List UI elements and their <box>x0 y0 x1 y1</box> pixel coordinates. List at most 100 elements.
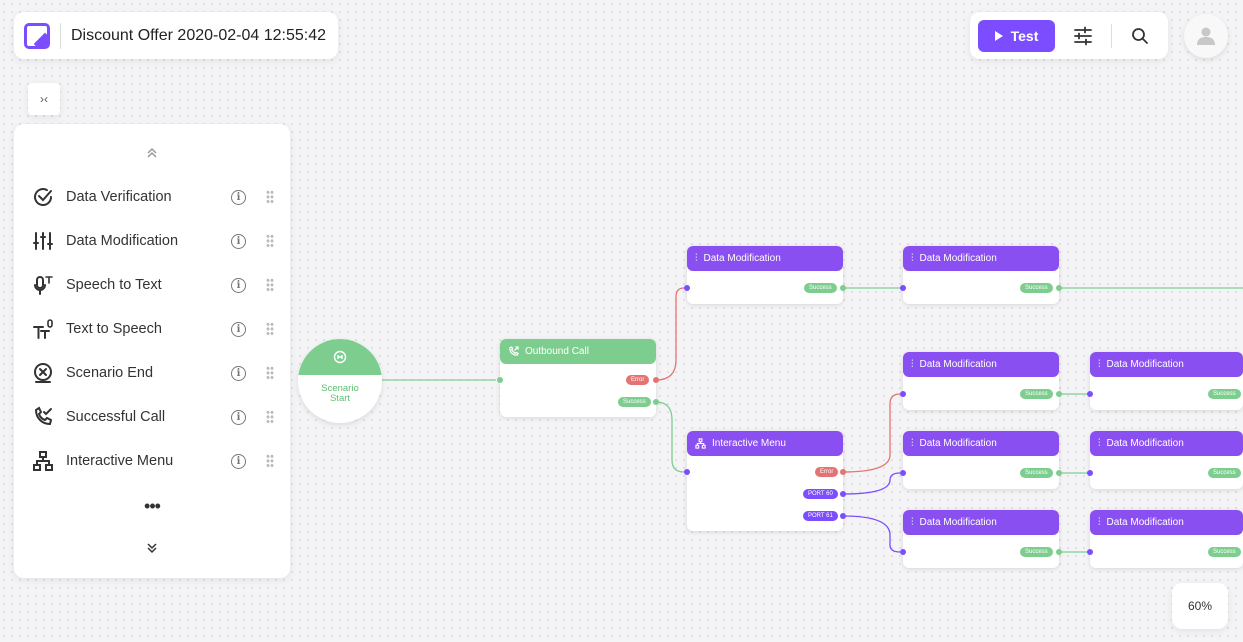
palette-item-successful-call[interactable]: Successful Call i <box>30 399 280 435</box>
output-connector[interactable] <box>840 469 846 475</box>
edge-menu-port61[interactable] <box>842 515 901 553</box>
info-icon[interactable]: i <box>231 189 246 205</box>
node-header[interactable]: ⫶Data Modification <box>903 431 1059 456</box>
phone-check-icon <box>30 404 56 430</box>
node-header[interactable]: Interactive Menu <box>687 431 843 456</box>
edge-menu-port60[interactable] <box>842 472 901 495</box>
info-icon[interactable]: i <box>231 365 246 381</box>
output-connector[interactable] <box>840 491 846 497</box>
info-icon[interactable]: i <box>231 277 246 293</box>
port-60[interactable]: PORT 60 <box>803 489 838 499</box>
drag-handle-icon[interactable] <box>266 366 274 380</box>
scroll-down-icon[interactable] <box>142 538 162 558</box>
input-connector[interactable] <box>900 285 906 291</box>
port-success[interactable]: Success <box>1208 389 1241 399</box>
node-header[interactable]: ⫶Data Modification <box>903 510 1059 535</box>
output-connector[interactable] <box>840 285 846 291</box>
info-icon[interactable]: i <box>231 321 246 337</box>
port-success[interactable]: Success <box>1020 547 1053 557</box>
drag-handle-icon[interactable] <box>266 454 274 468</box>
node-header[interactable]: ⫶Data Modification <box>1090 431 1243 456</box>
output-connector[interactable] <box>1056 470 1062 476</box>
input-connector[interactable] <box>684 285 690 291</box>
input-connector[interactable] <box>900 470 906 476</box>
drag-handle-icon[interactable] <box>266 410 274 424</box>
drag-handle-icon[interactable] <box>266 322 274 336</box>
input-connector[interactable] <box>1087 549 1093 555</box>
port-success[interactable]: Success <box>618 397 651 407</box>
drag-handle-icon[interactable] <box>266 190 274 204</box>
input-connector[interactable] <box>900 549 906 555</box>
collapse-sidebar-button[interactable]: ›‹ <box>28 83 60 115</box>
palette-item-interactive-menu[interactable]: Interactive Menu i <box>30 443 280 479</box>
search-icon[interactable] <box>1120 16 1160 56</box>
data-modification-node[interactable]: ⫶Data Modification Success <box>1087 431 1243 489</box>
interactive-menu-node[interactable]: Interactive Menu Error PORT 60 PORT 61 <box>684 431 846 531</box>
output-connector[interactable] <box>653 377 659 383</box>
sliders-icon <box>30 228 56 254</box>
scroll-up-icon[interactable] <box>142 143 162 163</box>
data-modification-node[interactable]: ⫶Data Modification Success <box>1087 352 1243 410</box>
sliders-icon: ⫶ <box>911 253 914 264</box>
play-icon <box>994 30 1003 41</box>
port-success[interactable]: Success <box>1020 468 1053 478</box>
data-modification-node[interactable]: ⫶Data Modification Success <box>900 246 1062 304</box>
zoom-level[interactable]: 60% <box>1172 583 1228 629</box>
port-error[interactable]: Error <box>626 375 650 385</box>
palette-item-text-to-speech[interactable]: Text to Speech i <box>30 311 280 347</box>
input-connector[interactable] <box>497 377 503 383</box>
edge-menu-error[interactable] <box>842 393 901 473</box>
scenario-start-node[interactable]: Scenario Start <box>298 339 382 423</box>
port-success[interactable]: Success <box>1208 468 1241 478</box>
input-connector[interactable] <box>684 469 690 475</box>
info-icon[interactable]: i <box>231 233 246 249</box>
node-header[interactable]: ⫶Data Modification <box>903 246 1059 271</box>
input-connector[interactable] <box>900 391 906 397</box>
node-header[interactable]: ⫶Data Modification <box>903 352 1059 377</box>
data-modification-node[interactable]: ⫶Data Modification Success <box>900 352 1062 410</box>
data-modification-node[interactable]: ⫶Data Modification Success <box>900 431 1062 489</box>
data-modification-node[interactable]: ⫶Data Modification Success <box>684 246 846 304</box>
output-connector[interactable] <box>840 513 846 519</box>
node-header[interactable]: ⫶Data Modification <box>1090 352 1243 377</box>
edge-outbound-success[interactable] <box>655 401 685 473</box>
port-success[interactable]: Success <box>1020 283 1053 293</box>
test-button[interactable]: Test <box>978 19 1055 52</box>
node-title: Data Modification <box>1106 517 1184 528</box>
palette-item-data-modification[interactable]: Data Modification i <box>30 223 280 259</box>
node-header[interactable]: Outbound Call <box>500 339 656 364</box>
port-error[interactable]: Error <box>815 467 839 477</box>
palette-item-speech-to-text[interactable]: Speech to Text i <box>30 267 280 303</box>
palette-item-label: Data Verification <box>66 189 172 205</box>
outbound-call-node[interactable]: Outbound Call Error Success <box>497 339 659 417</box>
palette-item-data-verification[interactable]: Data Verification i <box>30 179 280 215</box>
output-connector[interactable] <box>1056 391 1062 397</box>
output-connector[interactable] <box>1056 285 1062 291</box>
output-connector[interactable] <box>1056 549 1062 555</box>
input-connector[interactable] <box>1087 470 1093 476</box>
drag-handle-icon[interactable] <box>266 278 274 292</box>
port-61[interactable]: PORT 61 <box>803 511 838 521</box>
info-icon[interactable]: i <box>231 453 246 469</box>
output-connector[interactable] <box>653 399 659 405</box>
port-success[interactable]: Success <box>1020 389 1053 399</box>
data-modification-node[interactable]: ⫶Data Modification Success <box>1087 510 1243 568</box>
brand-logo-icon[interactable] <box>24 22 50 49</box>
port-success[interactable]: Success <box>1208 547 1241 557</box>
sliders-icon: ⫶ <box>911 517 914 528</box>
data-modification-node[interactable]: ⫶Data Modification Success <box>900 510 1062 568</box>
drag-handle-icon[interactable] <box>266 234 274 248</box>
node-header[interactable]: ⫶Data Modification <box>687 246 843 271</box>
palette-item-scenario-end[interactable]: Scenario End i <box>30 355 280 391</box>
sliders-icon[interactable] <box>1063 16 1103 56</box>
port-success[interactable]: Success <box>804 283 837 293</box>
more-items-icon[interactable]: ••• <box>144 496 161 516</box>
input-connector[interactable] <box>1087 391 1093 397</box>
node-header[interactable]: ⫶Data Modification <box>1090 510 1243 535</box>
palette-item-label: Interactive Menu <box>66 453 174 469</box>
edge-outbound-error[interactable] <box>655 287 685 381</box>
info-icon[interactable]: i <box>231 409 246 425</box>
node-title: Interactive Menu <box>712 438 786 449</box>
page-title[interactable]: Discount Offer 2020-02-04 12:55:42 <box>71 26 326 44</box>
user-avatar[interactable] <box>1184 14 1228 58</box>
